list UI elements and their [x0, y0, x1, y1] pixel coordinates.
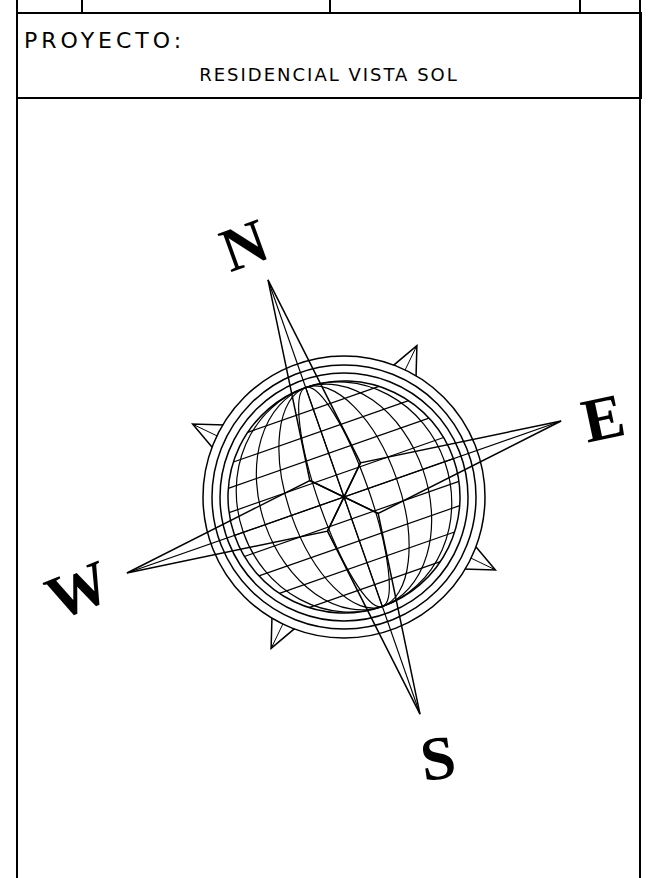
cardinal-letter: E — [576, 383, 629, 452]
compass-stroke — [344, 497, 420, 714]
project-name: RESIDENCIAL VISTA SOL — [18, 64, 640, 85]
cardinal-letter: W — [38, 550, 119, 631]
project-box: PROYECTO: RESIDENCIAL VISTA SOL — [16, 12, 642, 99]
sheet-frame — [17, 0, 640, 878]
project-heading: PROYECTO: — [24, 28, 185, 53]
main-point — [344, 421, 561, 514]
cardinal-letter: N — [212, 208, 275, 282]
compass-rose — [127, 280, 561, 714]
cardinal-letter: S — [417, 725, 460, 791]
main-point — [328, 497, 421, 714]
main-point — [268, 280, 361, 497]
main-point — [127, 481, 344, 574]
compass-stroke — [344, 421, 561, 497]
compass-stroke — [268, 280, 344, 497]
compass-stroke — [127, 497, 344, 573]
